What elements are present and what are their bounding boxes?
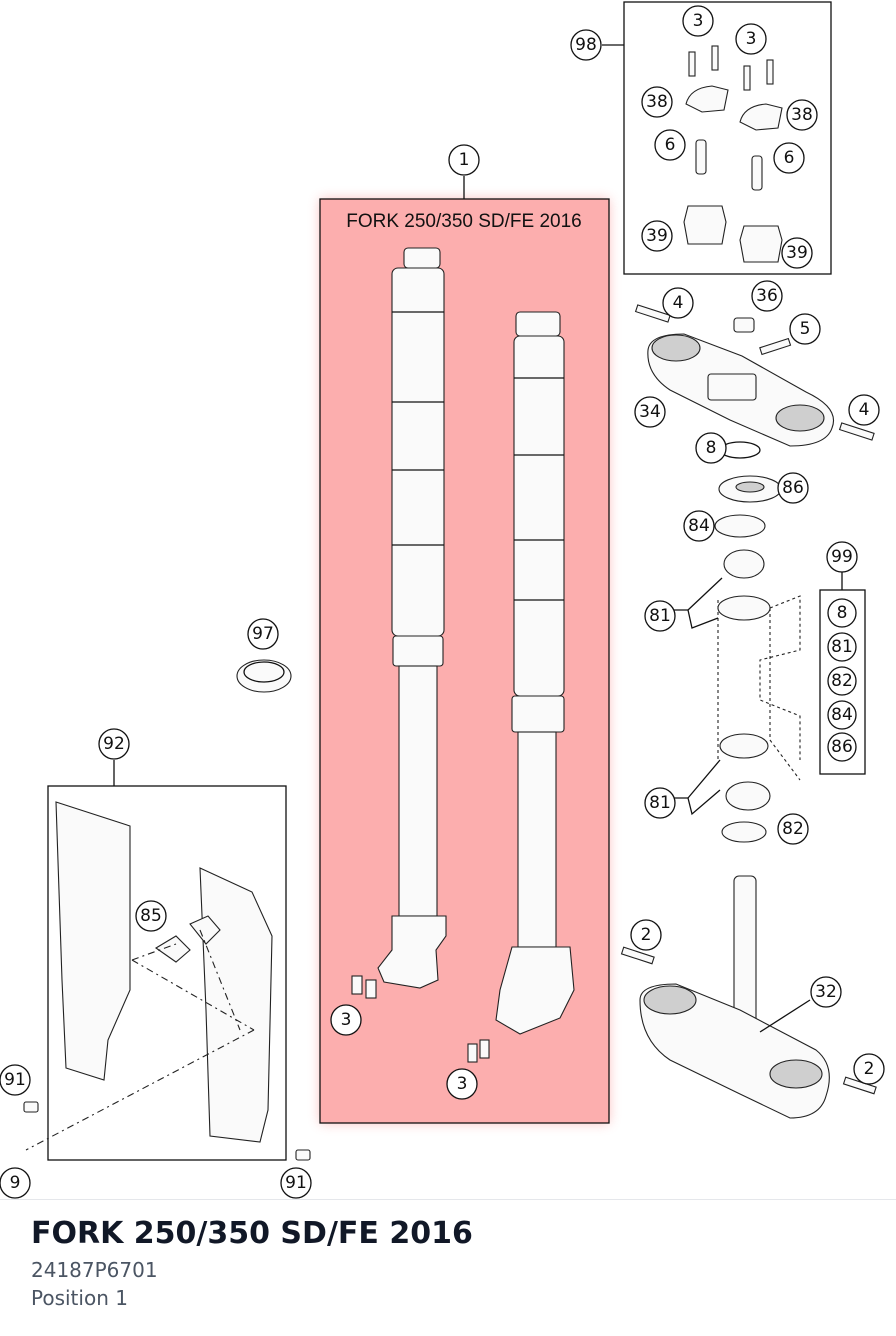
callout-4[interactable]: 4 xyxy=(662,287,694,319)
lower-triple-clamp xyxy=(620,875,877,1119)
svg-text:82: 82 xyxy=(831,671,853,691)
callout-3[interactable]: 3 xyxy=(735,23,767,55)
kit-item-8[interactable]: 8 xyxy=(827,598,857,628)
part-number: 24187P6701 xyxy=(31,1258,158,1282)
callout-99[interactable]: 99 xyxy=(826,541,858,573)
callout-9[interactable]: 9 xyxy=(0,1167,31,1199)
svg-text:5: 5 xyxy=(800,319,811,339)
kit-box-92 xyxy=(47,785,287,1161)
callout-98[interactable]: 98 xyxy=(570,29,602,61)
callout-3[interactable]: 3 xyxy=(682,5,714,37)
kit-box-98 xyxy=(623,1,832,275)
svg-text:8: 8 xyxy=(706,438,717,458)
svg-text:1: 1 xyxy=(459,150,470,170)
svg-text:91: 91 xyxy=(285,1173,307,1193)
svg-text:98: 98 xyxy=(575,35,597,55)
callout-39[interactable]: 39 xyxy=(781,237,813,269)
callout-8[interactable]: 8 xyxy=(695,432,727,464)
callout-91[interactable]: 91 xyxy=(0,1064,31,1096)
part-position: Position 1 xyxy=(31,1286,128,1310)
svg-text:81: 81 xyxy=(649,606,671,626)
svg-text:3: 3 xyxy=(746,29,757,49)
callout-85[interactable]: 85 xyxy=(135,900,167,932)
svg-text:39: 39 xyxy=(646,226,668,246)
fork-guard-parts xyxy=(23,801,311,1161)
callout-5[interactable]: 5 xyxy=(789,313,821,345)
svg-text:86: 86 xyxy=(782,478,804,498)
callout-2[interactable]: 2 xyxy=(630,919,662,951)
svg-text:38: 38 xyxy=(791,105,813,125)
ring-97-part xyxy=(236,659,292,693)
svg-text:99: 99 xyxy=(831,547,853,567)
svg-text:84: 84 xyxy=(688,516,710,536)
callout-36[interactable]: 36 xyxy=(751,280,783,312)
svg-text:32: 32 xyxy=(815,982,837,1002)
svg-text:81: 81 xyxy=(649,793,671,813)
kit-item-84[interactable]: 84 xyxy=(827,700,857,730)
svg-text:3: 3 xyxy=(341,1010,352,1030)
handlebar-clamp-parts xyxy=(683,45,783,263)
callout-81[interactable]: 81 xyxy=(644,787,676,819)
callout-86[interactable]: 86 xyxy=(777,472,809,504)
fork-leg-left xyxy=(351,247,447,999)
callout-32[interactable]: 32 xyxy=(810,976,842,1008)
svg-text:34: 34 xyxy=(639,402,661,422)
svg-text:81: 81 xyxy=(831,637,853,657)
svg-text:6: 6 xyxy=(784,148,795,168)
svg-text:84: 84 xyxy=(831,705,853,725)
svg-text:91: 91 xyxy=(4,1070,26,1090)
callout-3[interactable]: 3 xyxy=(330,1004,362,1036)
svg-text:85: 85 xyxy=(140,906,162,926)
svg-text:2: 2 xyxy=(864,1059,875,1079)
callout-39[interactable]: 39 xyxy=(641,220,673,252)
callout-1[interactable]: 1 xyxy=(448,144,480,176)
svg-text:39: 39 xyxy=(786,243,808,263)
kit-item-86[interactable]: 86 xyxy=(827,732,857,762)
svg-text:82: 82 xyxy=(782,819,804,839)
part-info-footer: FORK 250/350 SD/FE 2016 24187P6701 Posit… xyxy=(0,1199,896,1336)
callout-3[interactable]: 3 xyxy=(446,1068,478,1100)
svg-text:97: 97 xyxy=(252,624,274,644)
svg-text:38: 38 xyxy=(646,92,668,112)
callout-38[interactable]: 38 xyxy=(641,86,673,118)
svg-text:8: 8 xyxy=(837,603,848,623)
callout-38[interactable]: 38 xyxy=(786,99,818,131)
callout-81[interactable]: 81 xyxy=(644,600,676,632)
callout-6[interactable]: 6 xyxy=(773,142,805,174)
kit-item-82[interactable]: 82 xyxy=(827,666,857,696)
svg-text:4: 4 xyxy=(859,400,870,420)
callout-82[interactable]: 82 xyxy=(777,813,809,845)
part-title: FORK 250/350 SD/FE 2016 xyxy=(31,1216,473,1251)
callout-6[interactable]: 6 xyxy=(654,129,686,161)
svg-text:9: 9 xyxy=(10,1173,21,1193)
callout-97[interactable]: 97 xyxy=(247,618,279,650)
svg-text:3: 3 xyxy=(693,11,704,31)
callout-92[interactable]: 92 xyxy=(98,728,130,760)
svg-text:6: 6 xyxy=(665,135,676,155)
callout-84[interactable]: 84 xyxy=(683,510,715,542)
svg-text:2: 2 xyxy=(641,925,652,945)
exploded-parts-diagram: FORK 250/350 SD/FE 2016 xyxy=(0,1,885,1199)
svg-text:92: 92 xyxy=(103,734,125,754)
fork-box-title: FORK 250/350 SD/FE 2016 xyxy=(346,211,582,232)
callout-4[interactable]: 4 xyxy=(848,394,880,426)
kit-item-81[interactable]: 81 xyxy=(827,632,857,662)
svg-text:86: 86 xyxy=(831,737,853,757)
svg-text:36: 36 xyxy=(756,286,778,306)
upper-triple-clamp xyxy=(634,304,875,447)
steering-head-frame xyxy=(717,595,801,843)
fork-leg-right xyxy=(467,311,575,1063)
callout-34[interactable]: 34 xyxy=(634,396,666,428)
callout-91[interactable]: 91 xyxy=(280,1167,312,1199)
callout-2[interactable]: 2 xyxy=(853,1053,885,1085)
svg-text:4: 4 xyxy=(673,293,684,313)
svg-text:3: 3 xyxy=(457,1074,468,1094)
